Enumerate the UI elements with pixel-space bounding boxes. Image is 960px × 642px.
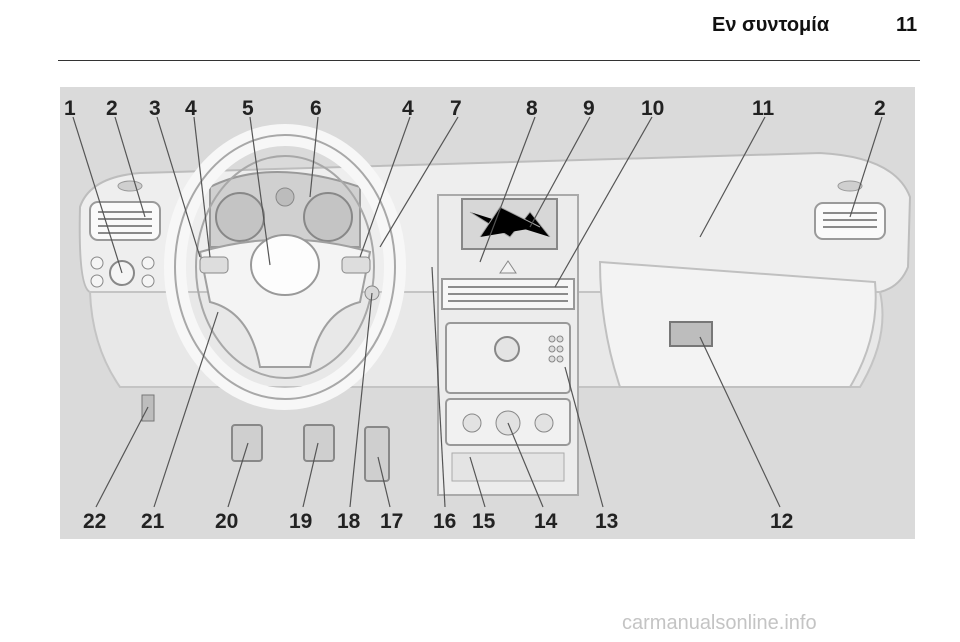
callout-top-8: 8 [526,97,538,120]
callout-top-10: 10 [641,97,664,120]
speedometer [303,192,353,242]
hazard-switch [499,260,517,274]
left-speaker [117,180,143,192]
callout-top-2b: 2 [874,97,886,120]
callout-top-4b: 4 [402,97,414,120]
accelerator-pedal [364,426,390,482]
dashboard-illustration: 1 2 3 4 5 6 4 7 8 9 10 11 2 22 21 20 19 … [60,87,915,539]
right-speaker [837,180,863,192]
callout-top-4: 4 [185,97,197,120]
storage-compartment [451,452,565,482]
right-steering-controls [341,256,371,274]
dashboard-drawing: 1 2 3 4 5 6 4 7 8 9 10 11 2 22 21 20 19 … [64,97,912,533]
page-header-title: Εν συντομία [712,14,830,36]
glovebox [598,260,877,388]
callout-bottom-21: 21 [141,510,165,533]
page-number: 11 [896,14,918,36]
callout-bottom-14: 14 [534,510,558,533]
climate-knob-left [462,413,482,433]
callout-bottom-16: 16 [433,510,456,533]
climate-knob-right [534,413,554,433]
callout-bottom-15: 15 [472,510,496,533]
callout-bottom-20: 20 [215,510,238,533]
callout-top-1: 1 [64,97,76,120]
callout-top-7: 7 [450,97,462,120]
left-steering-controls [199,256,229,274]
callout-top-2: 2 [106,97,118,120]
callout-bottom-17: 17 [380,510,403,533]
cluster-center-display [275,187,295,207]
callout-top-3: 3 [149,97,161,120]
callout-bottom-13: 13 [595,510,618,533]
callout-bottom-18: 18 [337,510,361,533]
brake-pedal [303,424,335,462]
callout-top-9: 9 [583,97,595,120]
callout-top-11: 11 [752,97,775,120]
callout-top-6: 6 [310,97,322,120]
callout-bottom-12: 12 [770,510,793,533]
tachometer [215,192,265,242]
glovebox-handle [669,321,713,347]
airbag-cover [250,234,320,296]
audio-volume-knob [494,336,520,362]
header-divider [58,60,920,61]
callout-bottom-19: 19 [289,510,312,533]
callout-top-5: 5 [242,97,254,120]
clutch-pedal [231,424,263,462]
callout-bottom-22: 22 [83,510,106,533]
watermark: carmanualsonline.info [622,612,817,634]
left-air-vent [89,201,161,241]
